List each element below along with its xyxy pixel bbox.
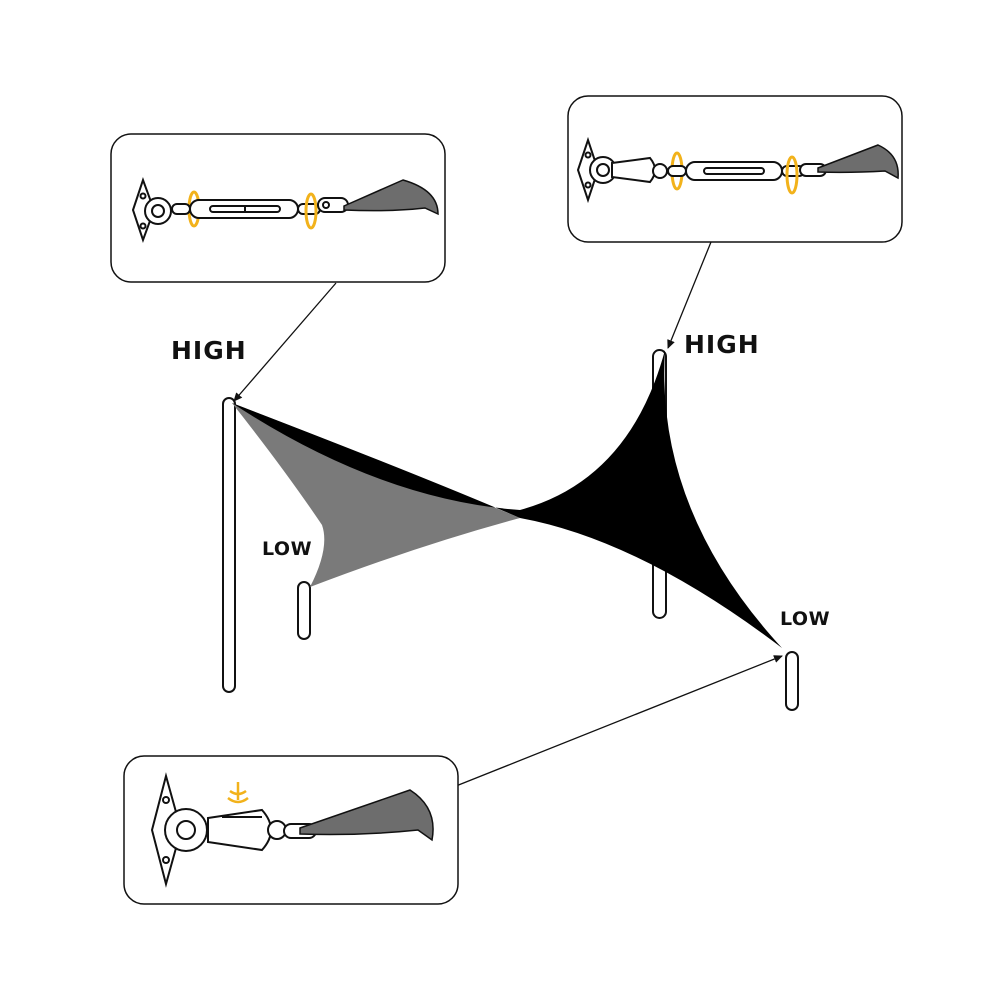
post-low-left	[297, 581, 311, 640]
click-indicator-icon	[227, 782, 249, 804]
label-low-left: LOW	[262, 538, 313, 560]
post-high-left	[222, 397, 236, 693]
snap-hook-icon	[317, 197, 349, 213]
sail-corner-icon	[299, 789, 434, 842]
label-high-left: HIGH	[171, 336, 247, 365]
pad-eye-icon	[576, 136, 617, 204]
callout-line-high-right	[667, 241, 712, 349]
callout-turnbuckle-high-right	[567, 95, 903, 243]
pad-eye-icon	[131, 176, 172, 244]
sail-top	[232, 350, 782, 648]
callout-turnbuckle-high-left	[110, 133, 446, 283]
turnbuckle-icon	[171, 199, 321, 219]
snap-hook-icon	[207, 808, 287, 852]
callout-line-low-right	[455, 655, 783, 787]
label-low-right: LOW	[780, 608, 831, 630]
posts	[222, 349, 799, 711]
callout-line-high-left	[233, 282, 337, 402]
rotate-arrow-icon	[304, 192, 318, 230]
callout-snap-hook-low	[123, 755, 459, 905]
post-low-right	[785, 651, 799, 711]
turnbuckle-icon	[667, 161, 805, 181]
sail-underside	[232, 403, 520, 587]
sail-corner-icon	[343, 179, 439, 216]
label-high-right: HIGH	[684, 330, 760, 359]
sail-corner-icon	[817, 144, 899, 180]
pad-eye-icon	[150, 772, 208, 888]
snap-hook-icon	[611, 156, 668, 184]
callout-lines	[233, 241, 783, 787]
rotate-arrow-icon	[785, 155, 799, 195]
